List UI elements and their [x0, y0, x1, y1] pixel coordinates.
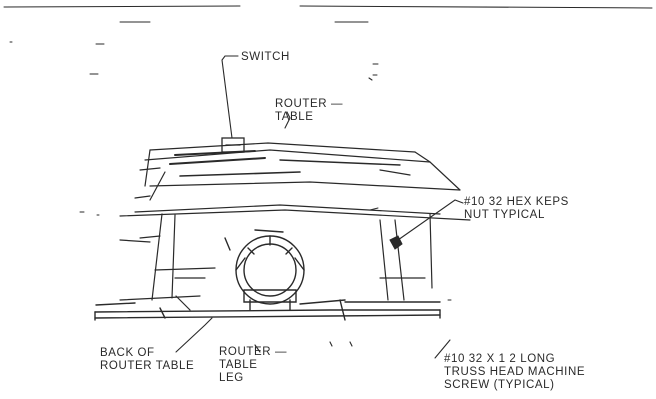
router-table-top	[119, 142, 471, 239]
truss-head-screw-label: #10 32 X 1 2 LONG TRUSS HEAD MACHINE SCR…	[444, 353, 586, 391]
router-table-leg-label: ROUTER — TABLE LEG	[219, 346, 288, 384]
scan-specks	[9, 41, 452, 301]
hex-keps-nut-label: #10 32 HEX KEPS NUT TYPICAL	[464, 196, 569, 221]
hex-keps-nut	[369, 207, 403, 250]
motor-housing	[224, 229, 305, 311]
router-table-legs	[119, 213, 433, 311]
switch-label: SWITCH	[241, 51, 290, 63]
back-of-router-table-label: BACK OF ROUTER TABLE	[100, 347, 195, 372]
scan-border	[3, 5, 653, 76]
router-table-label: ROUTER — TABLE	[275, 98, 344, 123]
switch-box	[221, 137, 245, 153]
leader-lines	[175, 55, 464, 359]
base-rail	[94, 299, 441, 321]
